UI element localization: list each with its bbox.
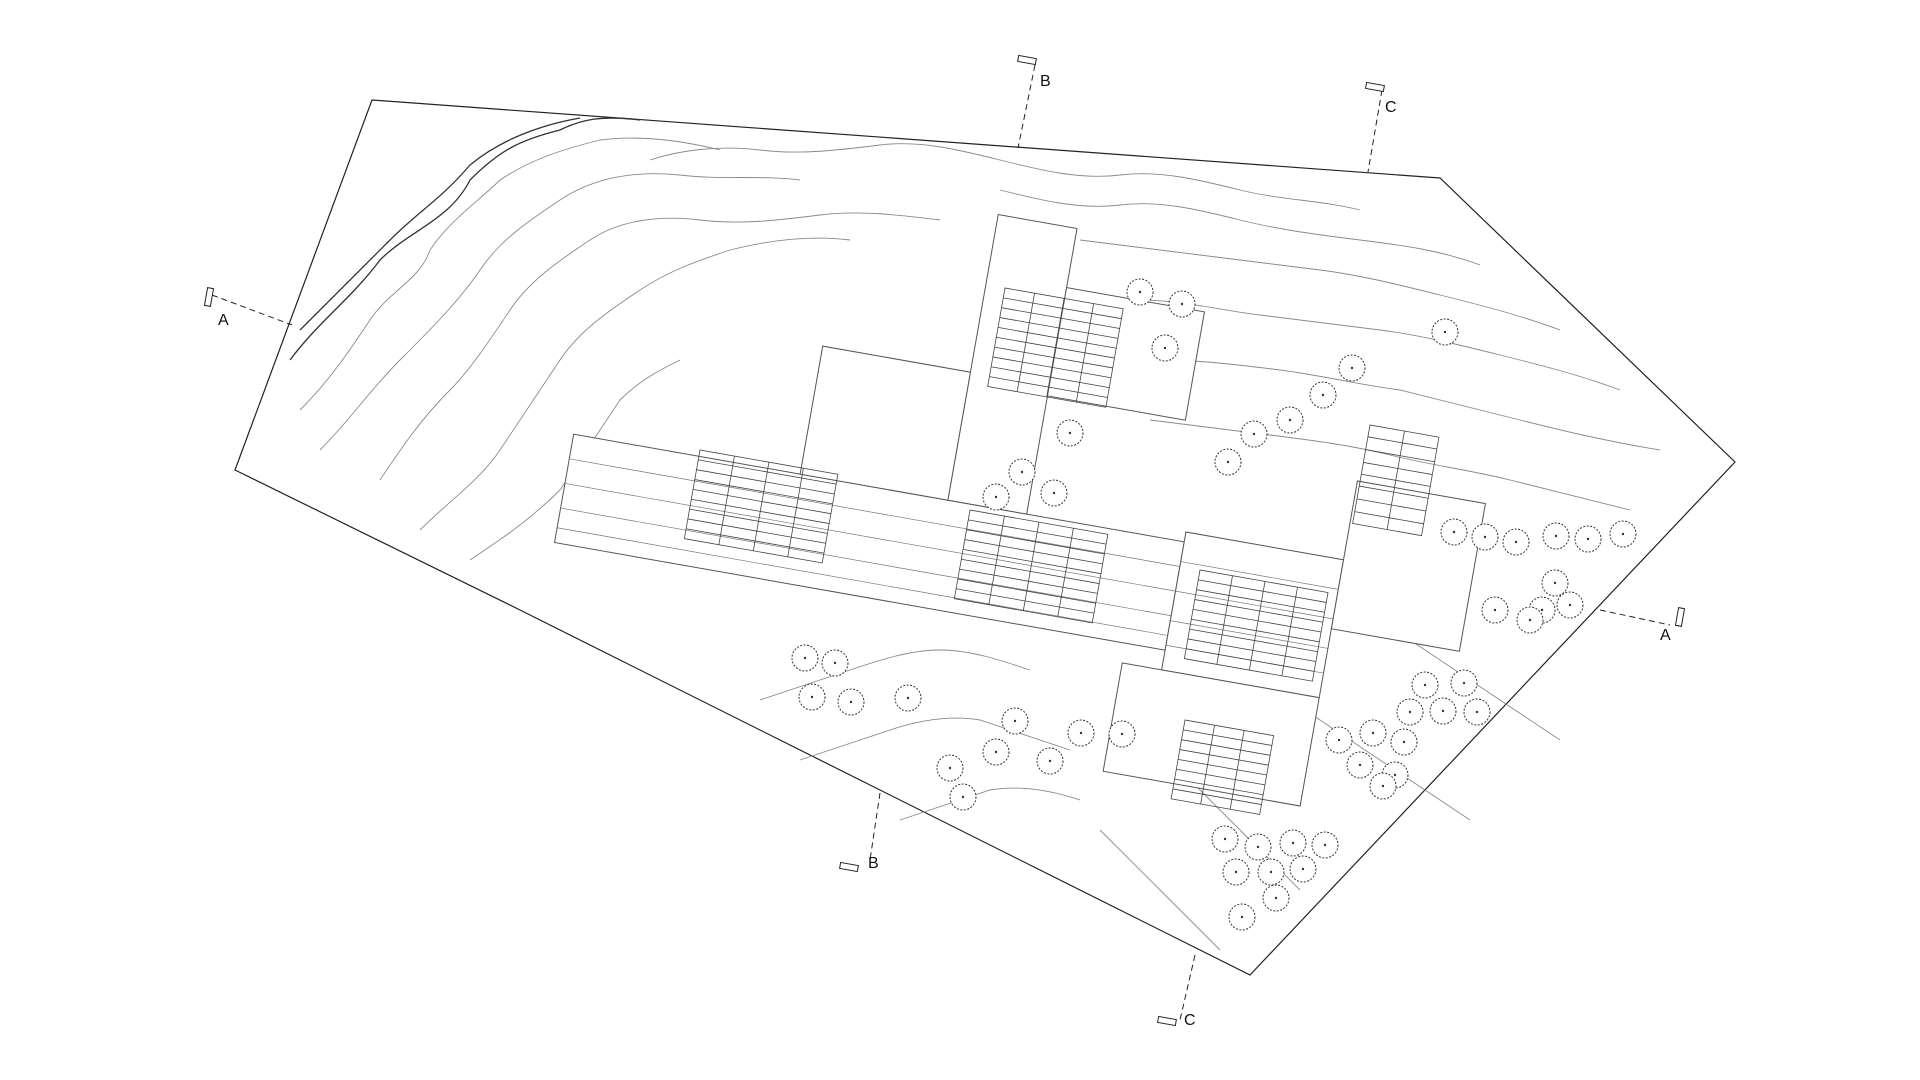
tree-symbol	[1542, 522, 1570, 550]
tree-symbol	[1168, 290, 1196, 318]
tree-symbol	[1411, 671, 1439, 699]
tree-symbol	[1151, 334, 1179, 362]
pergola-center	[953, 509, 1109, 624]
section-tag	[1674, 607, 1686, 627]
tree-symbol	[936, 754, 964, 782]
section-tag	[203, 287, 215, 307]
west-wing	[799, 345, 972, 501]
tree-symbol	[1516, 606, 1544, 634]
section-tag	[1365, 81, 1385, 93]
pergola-west	[683, 449, 839, 564]
tree-symbol	[1429, 697, 1457, 725]
section-cuts	[211, 64, 1671, 1021]
tree-symbol	[1541, 569, 1569, 597]
tree-symbol	[1040, 479, 1068, 507]
tree-symbol	[791, 644, 819, 672]
section-line-a-east	[1599, 609, 1671, 626]
section-marker-b-north[interactable]: B	[1017, 54, 1051, 90]
tree-symbol	[1228, 903, 1256, 931]
section-label-c-south: C	[1184, 1012, 1196, 1029]
section-label-c-north: C	[1385, 99, 1397, 116]
tree-symbol	[1346, 751, 1374, 779]
tree-symbol	[1502, 528, 1530, 556]
tree-symbol	[1108, 720, 1136, 748]
tree-symbol	[798, 683, 826, 711]
tree-symbol	[1396, 698, 1424, 726]
pergola-northeast	[1352, 424, 1440, 537]
section-line-c-south	[1179, 954, 1196, 1021]
section-tag	[839, 861, 859, 873]
tree-symbol	[1279, 829, 1307, 857]
tree-symbol	[1431, 318, 1459, 346]
pergola-south	[1170, 719, 1275, 815]
terrain-contours	[289, 117, 1661, 951]
section-line-a-west	[211, 294, 293, 326]
pergola-east	[1183, 569, 1329, 682]
tree-symbol	[1359, 719, 1387, 747]
tree-symbol	[821, 649, 849, 677]
tree-symbol	[982, 483, 1010, 511]
tree-symbol	[837, 688, 865, 716]
tree-symbol	[1067, 719, 1095, 747]
tree-symbol	[1214, 448, 1242, 476]
section-label-b-south: B	[868, 855, 879, 872]
tree-symbol	[949, 783, 977, 811]
tree-symbol	[982, 738, 1010, 766]
section-marker-c-south[interactable]: C	[1157, 1012, 1196, 1029]
tree-symbol	[1289, 855, 1317, 883]
east-slab	[1161, 531, 1345, 699]
tree-symbol	[1338, 354, 1366, 382]
section-tag	[1017, 54, 1037, 66]
tree-symbol	[1056, 419, 1084, 447]
section-line-c-north	[1367, 89, 1383, 173]
tree-symbol	[1574, 525, 1602, 553]
pergolas	[683, 287, 1440, 815]
tree-symbol	[1244, 833, 1272, 861]
tree-symbol	[1609, 520, 1637, 548]
tree-symbol	[1211, 825, 1239, 853]
tree-symbol	[1463, 698, 1491, 726]
section-marker-a-east[interactable]: A	[1660, 607, 1686, 644]
east-terrace	[1330, 480, 1487, 652]
tree-symbol	[1257, 858, 1285, 886]
tree-symbol	[1471, 523, 1499, 551]
site-boundary	[234, 99, 1736, 976]
tree-symbol	[894, 684, 922, 712]
pergola-north	[987, 287, 1124, 408]
tree-symbol	[1309, 381, 1337, 409]
tree-symbol	[1222, 858, 1250, 886]
tree-symbol	[1390, 728, 1418, 756]
section-marker-b-south[interactable]: B	[839, 855, 879, 873]
tree-symbol	[1262, 884, 1290, 912]
section-label-a-east: A	[1660, 627, 1671, 644]
tree-symbol	[1276, 406, 1304, 434]
tree-symbol	[1036, 747, 1064, 775]
tree-symbol	[1325, 726, 1353, 754]
floor-slab-lines	[557, 458, 1339, 674]
section-marker-c-north[interactable]: C	[1365, 81, 1397, 116]
section-label-a-west: A	[218, 312, 229, 329]
tree-symbol	[1369, 772, 1397, 800]
tree-symbol	[1008, 458, 1036, 486]
tree-symbol	[1440, 518, 1468, 546]
tree-symbol	[1126, 278, 1154, 306]
tree-symbol	[1481, 596, 1509, 624]
section-line-b-north	[1017, 64, 1036, 149]
trees	[791, 278, 1637, 931]
tree-symbol	[1311, 831, 1339, 859]
section-label-b-north: B	[1040, 73, 1051, 90]
tree-symbol	[1556, 591, 1584, 619]
section-line-b-south	[869, 792, 881, 861]
tree-symbol	[1450, 669, 1478, 697]
section-tag	[1157, 1015, 1177, 1027]
section-marker-a-west[interactable]: A	[203, 287, 229, 329]
tree-symbol	[1240, 420, 1268, 448]
tree-symbol	[1001, 707, 1029, 735]
